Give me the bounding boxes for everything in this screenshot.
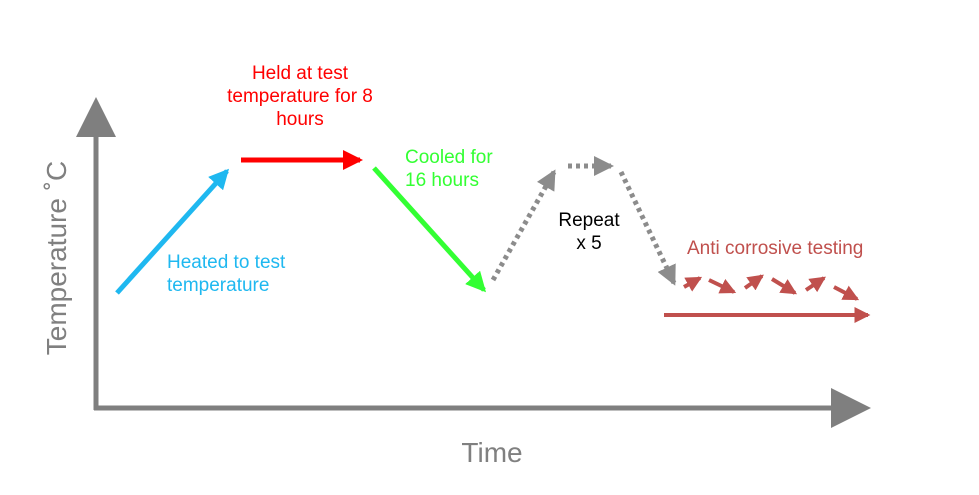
anti-corrosive-zig-3a — [804, 276, 826, 293]
cool-arrow — [372, 166, 487, 293]
anti-corrosive-zig-1a — [683, 276, 703, 292]
anti-corrosive-label: Anti corrosive testing — [687, 238, 864, 259]
hold-label: Held at test temperature for 8 hours — [227, 63, 373, 130]
heat-label: Heated to test temperature — [167, 252, 286, 296]
anti-corrosive-zig-3b — [833, 285, 860, 301]
cool-label: Cooled for 16 hours — [405, 147, 493, 191]
y-axis-label: Temperature ˚C — [41, 160, 72, 356]
x-axis-label: Time — [461, 437, 523, 468]
anti-corrosive-zig-2a — [743, 274, 764, 291]
repeat-label: Repeat x 5 — [558, 210, 620, 254]
anti-corrosive-zig-2b — [770, 277, 798, 295]
anti-corrosive-zig-1b — [708, 278, 737, 294]
heat-arrow — [115, 168, 230, 295]
